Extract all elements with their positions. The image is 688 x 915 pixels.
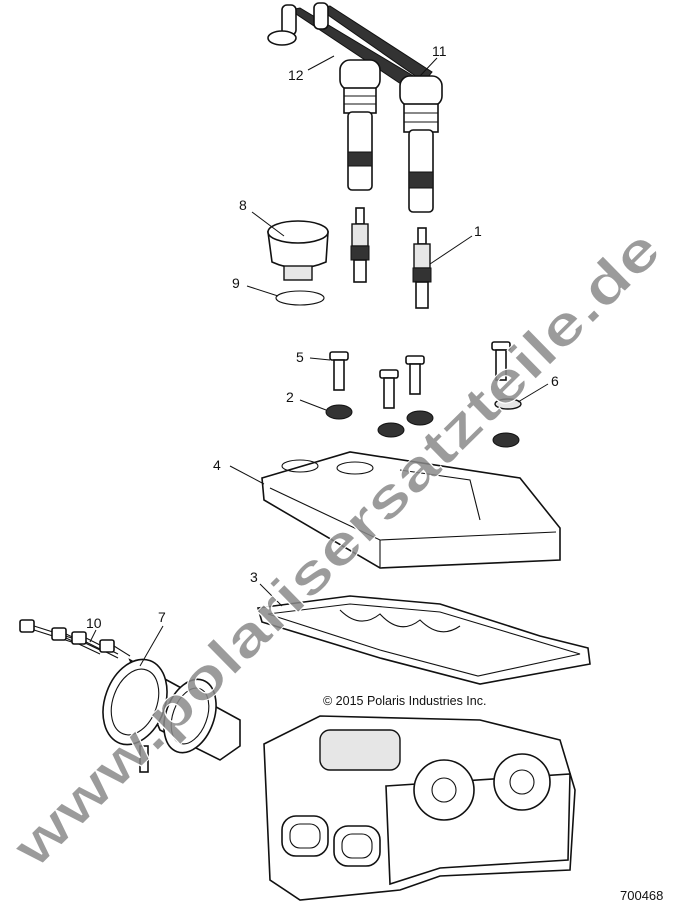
washer: [494, 398, 522, 410]
callout-labels: 11 12 8 1 9 5 2 6 4 3 10 7: [86, 43, 559, 631]
callout-1: 1: [474, 223, 482, 239]
callout-8: 8: [239, 197, 247, 213]
oil-fill-cap: [267, 220, 329, 281]
intake-bolts: [19, 619, 131, 659]
o-ring: [275, 290, 325, 306]
callout-leaders: [89, 55, 549, 667]
ignition-coil-right: [399, 75, 443, 213]
callout-12: 12: [288, 67, 304, 83]
callout-9: 9: [232, 275, 240, 291]
callout-10: 10: [86, 615, 102, 631]
diagram-number: 700468: [620, 888, 664, 903]
grommets: [325, 404, 520, 448]
ignition-coil-wires: [267, 2, 433, 91]
ignition-coil-left: [339, 59, 381, 191]
valve-cover-gasket: [256, 595, 591, 685]
intake-boots: [102, 658, 241, 773]
valve-cover: [261, 451, 561, 569]
spark-plug-right: [412, 227, 432, 309]
cover-bolts: [329, 341, 511, 409]
callout-11: 11: [432, 43, 447, 59]
callout-3: 3: [250, 569, 258, 585]
copyright-notice: © 2015 Polaris Industries Inc.: [323, 694, 487, 708]
spark-plug-left: [350, 207, 370, 283]
callout-5: 5: [296, 349, 304, 365]
cylinder-head: [263, 715, 576, 901]
callout-6: 6: [551, 373, 559, 389]
callout-4: 4: [213, 457, 221, 473]
callout-2: 2: [286, 389, 294, 405]
callout-7: 7: [158, 609, 166, 625]
